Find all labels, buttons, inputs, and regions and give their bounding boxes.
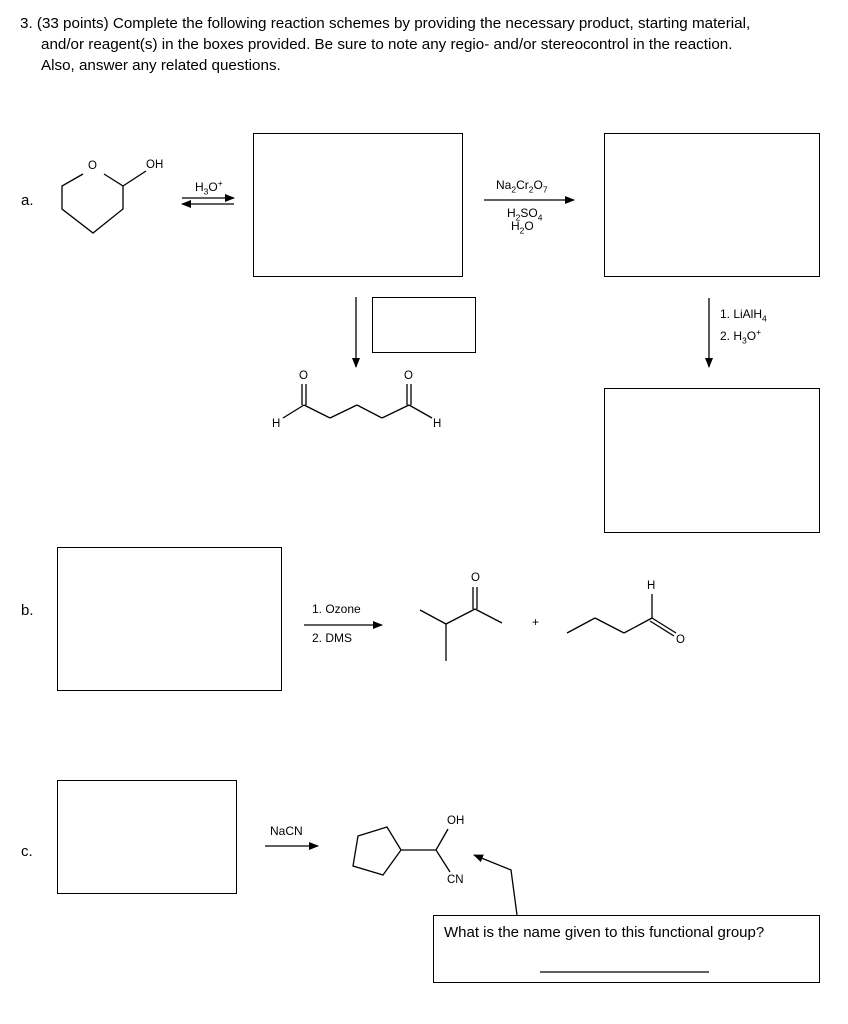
functional-group-question: What is the name given to this functiona…	[444, 924, 765, 941]
answer-box-a-reagent[interactable]	[372, 297, 476, 353]
question-line-2: and/or reagent(s) in the boxes provided.…	[41, 36, 733, 53]
reagent-nacn: NaCN	[270, 824, 303, 838]
atom-o-aldehyde: O	[676, 634, 685, 646]
atom-o-right: O	[404, 370, 413, 382]
reagent-dichromate: Na2Cr2O7	[496, 178, 548, 195]
answer-box-b[interactable]	[57, 547, 282, 691]
atom-oh-c: OH	[447, 815, 465, 827]
atom-cn: CN	[447, 874, 464, 886]
atom-oh: OH	[146, 159, 164, 171]
question-text: 3. (33 points) Complete the following re…	[20, 13, 835, 76]
reagent-dms: 2. DMS	[312, 631, 353, 645]
plus-sign: +	[532, 615, 540, 629]
aldehyde-structure	[566, 594, 677, 637]
reagent-ozone: 1. Ozone	[312, 602, 361, 616]
question-line-3: Also, answer any related questions.	[41, 57, 281, 74]
reagent-h3o-a: H3O+	[195, 178, 223, 197]
atom-h-aldehyde: H	[647, 580, 656, 592]
atom-h-left: H	[272, 418, 281, 430]
part-b-label: b.	[21, 602, 34, 619]
part-c-label: c.	[21, 843, 33, 860]
part-a-label: a.	[21, 192, 34, 209]
reagent-water: H2O	[511, 219, 534, 236]
answer-box-a3[interactable]	[604, 388, 820, 533]
reagent-sulfuric-acid: H2SO4	[507, 206, 543, 223]
atom-h-right: H	[433, 418, 442, 430]
atom-o-ketone: O	[471, 572, 480, 584]
question-line-1: 3. (33 points) Complete the following re…	[20, 15, 751, 32]
thp-ol-structure	[61, 170, 147, 234]
answer-box-a2[interactable]	[604, 133, 820, 277]
pentanedial-structure	[282, 384, 433, 419]
answer-box-c[interactable]	[57, 780, 237, 894]
atom-o-ring: O	[88, 160, 97, 172]
answer-box-a1[interactable]	[253, 133, 463, 277]
reagent-lialh4: 1. LiAlH4	[720, 307, 767, 324]
cyanohydrin-structure	[352, 826, 451, 876]
reagent-h3o-workup: 2. H3O+	[720, 327, 762, 346]
ketone-structure	[419, 587, 503, 661]
pointer-arrow	[473, 854, 518, 916]
atom-o-left: O	[299, 370, 308, 382]
